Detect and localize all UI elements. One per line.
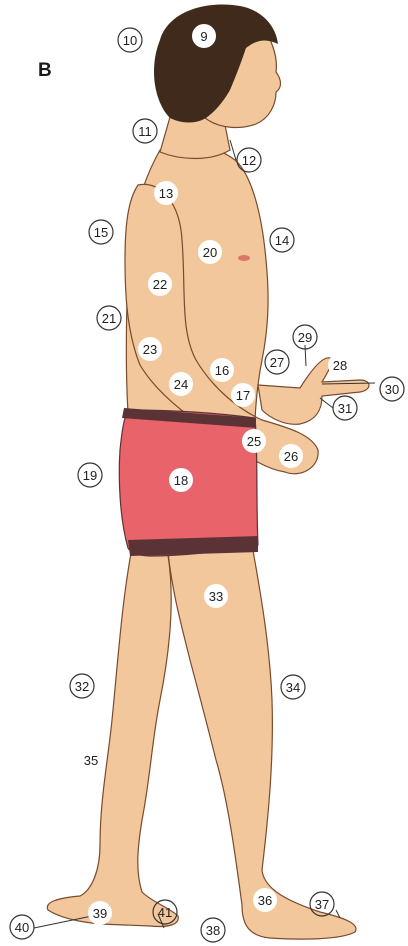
label-number-24: 24: [174, 377, 188, 392]
label-number-34: 34: [286, 680, 300, 695]
label-number-11: 11: [138, 124, 152, 139]
label-number-41: 41: [158, 905, 172, 920]
label-number-23: 23: [143, 342, 157, 357]
label-marker-30: 30: [380, 377, 404, 401]
label-marker-12: 12: [237, 148, 261, 172]
label-marker-14: 14: [270, 228, 294, 252]
label-marker-34: 34: [281, 675, 305, 699]
label-marker-19: 19: [78, 463, 102, 487]
label-number-17: 17: [236, 388, 250, 403]
label-marker-41: 41: [153, 900, 177, 924]
label-number-28: 28: [333, 358, 347, 373]
label-number-9: 9: [200, 29, 207, 44]
label-number-33: 33: [209, 589, 223, 604]
label-number-22: 22: [153, 277, 167, 292]
label-number-18: 18: [174, 473, 188, 488]
label-number-31: 31: [338, 401, 352, 416]
label-number-15: 15: [94, 225, 108, 240]
label-marker-11: 11: [133, 119, 157, 143]
label-marker-27: 27: [265, 350, 289, 374]
label-number-14: 14: [275, 233, 289, 248]
label-number-40: 40: [15, 920, 29, 935]
label-number-20: 20: [203, 245, 217, 260]
label-marker-26: 26: [279, 444, 303, 468]
label-number-32: 32: [75, 679, 89, 694]
label-number-12: 12: [242, 153, 256, 168]
label-number-30: 30: [385, 382, 399, 397]
label-number-13: 13: [159, 186, 173, 201]
label-number-25: 25: [247, 434, 261, 449]
label-marker-33: 33: [204, 584, 228, 608]
label-marker-31: 31: [333, 396, 357, 420]
label-number-38: 38: [206, 923, 220, 938]
label-marker-20: 20: [198, 240, 222, 264]
label-marker-13: 13: [154, 181, 178, 205]
label-marker-9: 9: [192, 24, 216, 48]
label-number-37: 37: [315, 897, 329, 912]
label-number-27: 27: [270, 355, 284, 370]
label-marker-35: 35: [79, 748, 103, 772]
label-marker-24: 24: [169, 372, 193, 396]
label-marker-18: 18: [169, 468, 193, 492]
label-number-19: 19: [83, 468, 97, 483]
label-number-26: 26: [284, 449, 298, 464]
label-marker-36: 36: [253, 888, 277, 912]
label-marker-21: 21: [97, 306, 121, 330]
label-number-10: 10: [123, 33, 137, 48]
label-marker-37: 37: [310, 892, 334, 916]
label-marker-23: 23: [138, 337, 162, 361]
label-marker-28: 28: [328, 353, 352, 377]
label-marker-15: 15: [89, 220, 113, 244]
label-marker-25: 25: [242, 429, 266, 453]
label-marker-22: 22: [148, 272, 172, 296]
label-number-16: 16: [215, 363, 229, 378]
label-marker-16: 16: [210, 358, 234, 382]
label-number-29: 29: [298, 330, 312, 345]
label-marker-10: 10: [118, 28, 142, 52]
label-marker-38: 38: [201, 918, 225, 942]
label-marker-29: 29: [293, 325, 317, 349]
label-marker-39: 39: [88, 901, 112, 925]
label-number-21: 21: [102, 311, 116, 326]
label-marker-32: 32: [70, 674, 94, 698]
label-number-39: 39: [93, 906, 107, 921]
label-marker-40: 40: [10, 915, 34, 939]
label-number-36: 36: [258, 893, 272, 908]
label-marker-17: 17: [231, 383, 255, 407]
label-number-35: 35: [84, 753, 98, 768]
